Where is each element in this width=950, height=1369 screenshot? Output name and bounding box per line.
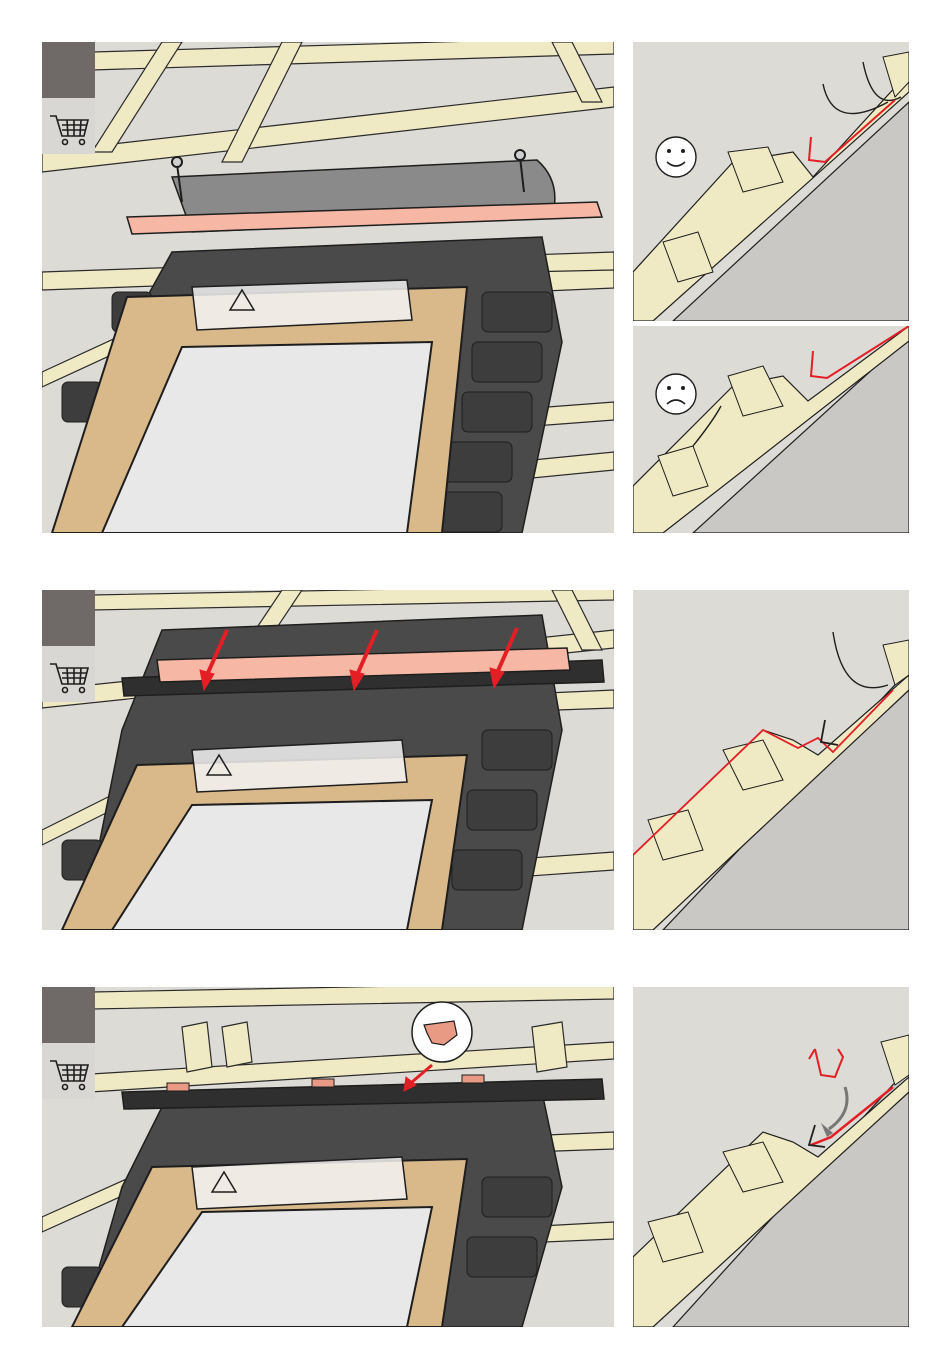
step1-main-panel	[42, 42, 614, 533]
step2-detail	[633, 590, 909, 930]
step-number-block	[42, 590, 95, 646]
step1-illustration	[42, 42, 614, 533]
step-badge	[42, 987, 95, 1099]
cart-block[interactable]	[42, 1043, 95, 1099]
step-badge	[42, 42, 95, 154]
correct-fit-diagram	[633, 42, 909, 321]
step3-illustration	[42, 987, 614, 1327]
step3-detail	[633, 987, 909, 1327]
step-badge	[42, 590, 95, 702]
step3-main-panel	[42, 987, 614, 1327]
protective-cover	[192, 1157, 407, 1209]
cart-block[interactable]	[42, 646, 95, 702]
incorrect-fit-diagram	[633, 326, 909, 533]
smiley-sad-icon	[656, 374, 696, 414]
shopping-cart-icon	[42, 646, 95, 702]
step-number-block	[42, 42, 95, 98]
flashing-clip-icon	[412, 1002, 472, 1062]
step1-detail-incorrect	[633, 326, 909, 533]
cut-outline-diagram	[633, 590, 909, 930]
smiley-happy-icon	[656, 137, 696, 177]
shopping-cart-icon	[42, 1043, 95, 1099]
protective-cover	[192, 740, 407, 792]
step2-illustration	[42, 590, 614, 930]
cart-block[interactable]	[42, 98, 95, 154]
step-number-block	[42, 987, 95, 1043]
step2-main-panel	[42, 590, 614, 930]
shopping-cart-icon	[42, 98, 95, 154]
clip-insertion-diagram	[633, 987, 909, 1327]
step1-detail-correct	[633, 42, 909, 321]
